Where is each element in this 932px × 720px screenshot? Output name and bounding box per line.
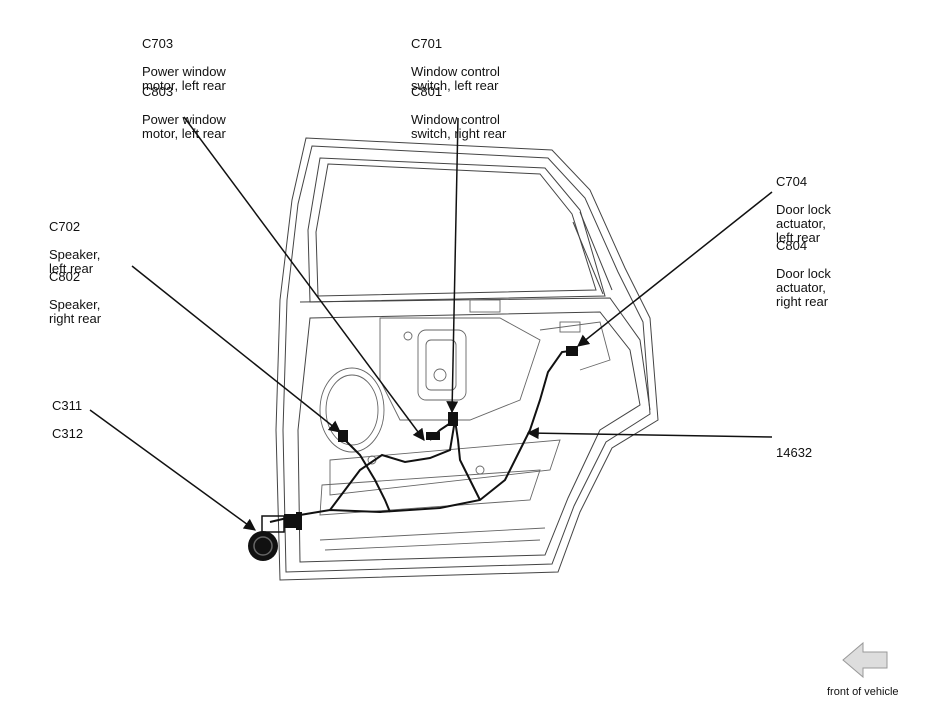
connector-description: Power window motor, left rear — [142, 112, 226, 141]
bulkhead-grommet — [248, 515, 285, 561]
leader-lines — [89, 116, 773, 531]
connector-code: C704 — [776, 174, 808, 189]
label-c801: C801 Window control switch, right rear — [411, 71, 506, 155]
front-of-vehicle-label: front of vehicle — [827, 686, 899, 698]
label-c311-c312: C311 C312 — [52, 385, 83, 455]
connector-code: C702 — [49, 219, 81, 234]
label-c702: C702 Speaker, left rear — [49, 206, 100, 290]
door-inner-panel — [319, 299, 611, 551]
label-c803: C803 Power window motor, left rear — [142, 71, 226, 155]
connector-description: Speaker, left rear — [49, 247, 101, 276]
connector-description: Power window motor, left rear — [142, 64, 226, 93]
label-c703: C703 Power window motor, left rear — [142, 23, 226, 107]
connector-code: C801 — [411, 84, 443, 99]
harness-code: 14632 — [776, 445, 813, 460]
label-c701: C701 Window control switch, left rear — [411, 23, 500, 107]
connector-description: Window control switch, left rear — [411, 64, 500, 93]
connector-description: Door lock actuator, left rear — [776, 202, 831, 245]
label-c802: C802 Speaker, right rear — [49, 256, 101, 340]
harness-connectors — [284, 346, 578, 530]
label-harness-14632: 14632 — [776, 432, 812, 474]
label-c804: C804 Door lock actuator, right rear — [776, 225, 831, 323]
connector-description: Door lock actuator, right rear — [776, 266, 831, 309]
connector-description: Window control switch, right rear — [411, 112, 507, 141]
label-c704: C704 Door lock actuator, left rear — [776, 161, 831, 259]
connector-code: C803 — [142, 84, 174, 99]
connector-code: C703 — [142, 36, 174, 51]
connector-code: C311 — [52, 398, 83, 413]
connector-code-secondary: C312 — [52, 426, 84, 441]
connector-description: Speaker, right rear — [49, 297, 102, 326]
left-arrow-icon — [842, 641, 888, 679]
wiring-harness — [269, 349, 579, 523]
connector-code: C701 — [411, 36, 443, 51]
connector-code: C804 — [776, 238, 808, 253]
connector-code: C802 — [49, 269, 81, 284]
